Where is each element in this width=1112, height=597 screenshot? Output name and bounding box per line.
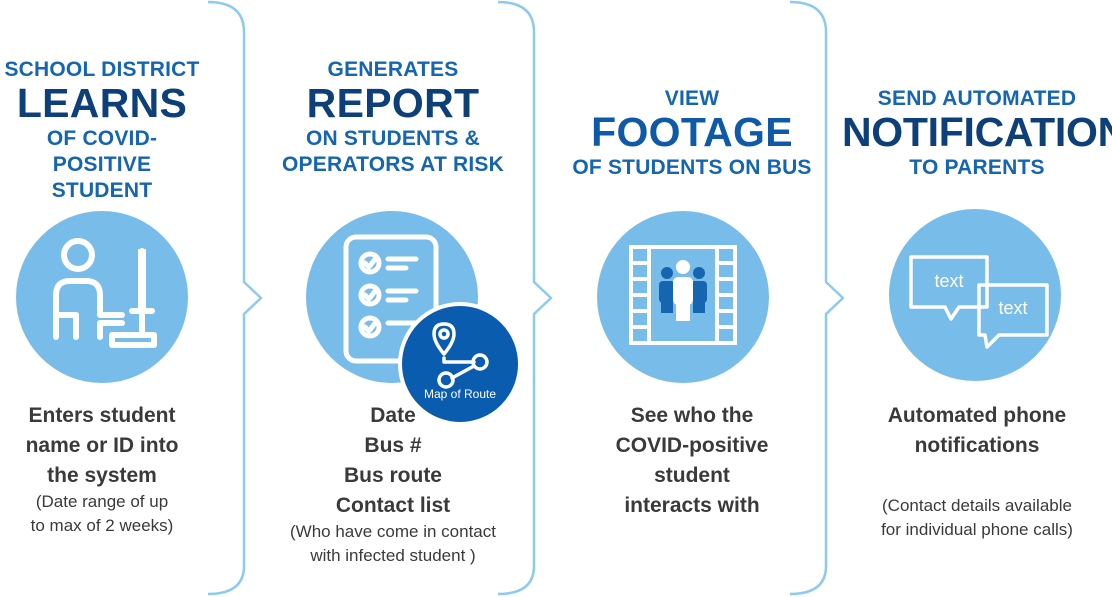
- desc-line: Automated phone: [887, 404, 1067, 427]
- desc-line: Enters student: [28, 404, 176, 427]
- step-title: SEND AUTOMATED NOTIFICATIONS TO PARENTS: [842, 86, 1112, 181]
- checklist-icon: [343, 234, 439, 364]
- map-route-icon: [432, 322, 489, 389]
- person-at-computer-icon: [53, 238, 157, 348]
- note-line: to max of 2 weeks): [30, 516, 174, 535]
- title-top: SEND AUTOMATED: [877, 87, 1077, 110]
- step-title: GENERATES REPORT ON STUDENTS & OPERATORS…: [262, 57, 524, 178]
- text-bubble-2: [977, 283, 1049, 349]
- desc-line: Bus #: [364, 434, 422, 457]
- step-learns: SCHOOL DISTRICT LEARNS OF COVID- POSITIV…: [0, 0, 204, 597]
- step-note: (Who have come in contact with infected …: [262, 520, 524, 568]
- title-bottom: TO PARENTS: [909, 156, 1045, 179]
- title-top: SCHOOL DISTRICT: [4, 58, 200, 81]
- video-footage-icon: [629, 245, 737, 345]
- title-bottom: OF COVID-: [46, 127, 158, 150]
- title-big: FOOTAGE: [591, 109, 793, 155]
- text-bubbles-icon: text text: [909, 255, 1049, 349]
- desc-line: COVID-positive: [615, 434, 769, 457]
- note-line: (Who have come in contact: [290, 522, 496, 541]
- bubble-text-1: text: [934, 271, 963, 291]
- divider-1: [207, 0, 263, 596]
- icon-circle: [597, 211, 769, 383]
- title-big: NOTIFICATIONS: [842, 109, 1112, 155]
- step-title: SCHOOL DISTRICT LEARNS OF COVID- POSITIV…: [0, 57, 204, 204]
- desc-line: name or ID into: [25, 434, 179, 457]
- step-notifications: SEND AUTOMATED NOTIFICATIONS TO PARENTS …: [842, 0, 1112, 597]
- title-top: VIEW: [664, 87, 720, 110]
- text-bubble-1: [909, 255, 989, 321]
- desc-line: Date: [370, 404, 416, 427]
- desc-line: Bus route: [343, 464, 442, 487]
- desc-line: student: [654, 464, 730, 487]
- title-big: REPORT: [306, 80, 480, 126]
- title-bottom: OPERATORS AT RISK: [282, 153, 504, 176]
- title-big: LEARNS: [16, 80, 188, 126]
- desc-line: See who the: [630, 404, 754, 427]
- note-line: (Contact details available: [882, 496, 1072, 515]
- desc-line: the system: [47, 464, 157, 487]
- desc-line: notifications: [914, 434, 1040, 457]
- map-of-route-badge: Map of Route: [398, 302, 522, 426]
- bubble-text-2: text: [998, 298, 1027, 318]
- note-line: for individual phone calls): [881, 520, 1073, 539]
- divider-2: [497, 0, 553, 596]
- desc-line: Contact list: [335, 494, 451, 517]
- badge-label: Map of Route: [423, 387, 497, 401]
- step-description: Automated phone notifications: [842, 401, 1112, 461]
- step-description: See who the COVID-positive student inter…: [556, 401, 828, 521]
- note-line: (Date range of up: [35, 492, 169, 511]
- title-bottom: OF STUDENTS ON BUS: [572, 156, 812, 179]
- step-report: GENERATES REPORT ON STUDENTS & OPERATORS…: [262, 0, 524, 597]
- step-title: VIEW FOOTAGE OF STUDENTS ON BUS: [556, 86, 828, 181]
- step-description: Enters student name or ID into the syste…: [0, 401, 204, 491]
- step-note: (Date range of up to max of 2 weeks): [0, 490, 204, 538]
- desc-line: interacts with: [624, 494, 760, 517]
- step-footage: VIEW FOOTAGE OF STUDENTS ON BUS: [556, 0, 828, 597]
- title-top: GENERATES: [327, 58, 459, 81]
- title-bottom: POSITIVE STUDENT: [51, 153, 153, 202]
- step-description: Date Bus # Bus route Contact list: [262, 401, 524, 521]
- title-bottom: ON STUDENTS &: [305, 127, 481, 150]
- step-note: (Contact details available for individua…: [842, 494, 1112, 542]
- divider-3: [789, 0, 845, 596]
- icon-circle: [16, 211, 188, 383]
- note-line: with infected student ): [310, 546, 476, 565]
- icon-circle: text text: [889, 209, 1061, 381]
